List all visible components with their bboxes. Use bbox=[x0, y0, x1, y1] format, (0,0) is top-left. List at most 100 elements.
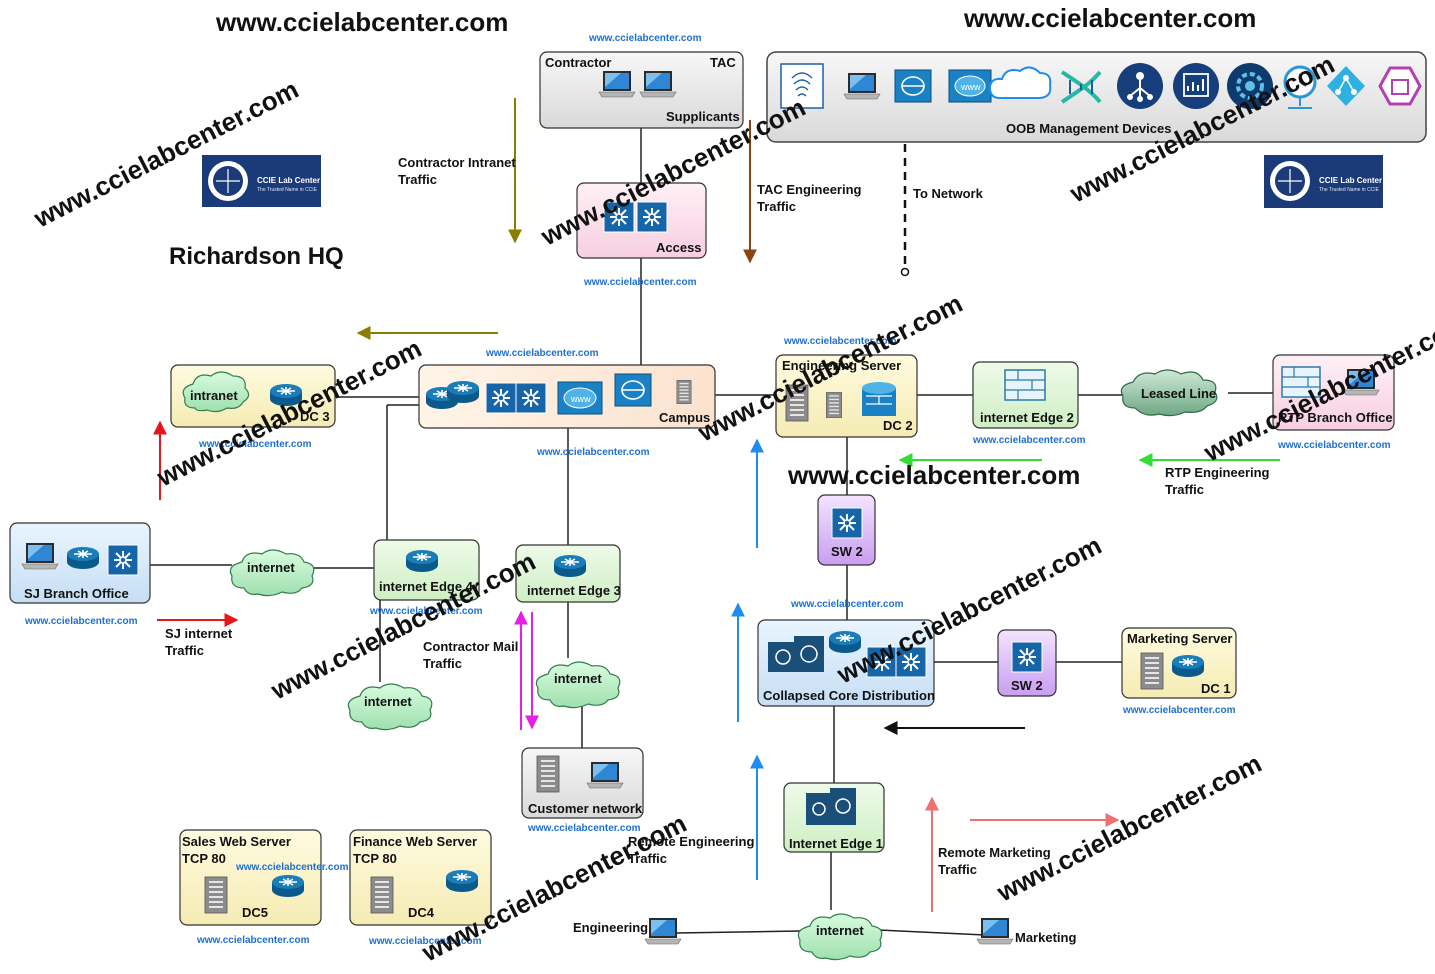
router-icon bbox=[271, 874, 305, 898]
internet-edge-2-label: internet Edge 2 bbox=[980, 410, 1074, 425]
internet-cloud-sj: internet bbox=[229, 549, 315, 597]
watermark-caption: www.ccielabcenter.com bbox=[1122, 705, 1236, 716]
internet-label: internet bbox=[554, 671, 602, 686]
sales-port-label: TCP 80 bbox=[182, 851, 226, 866]
access-node: Access bbox=[576, 182, 707, 259]
access-label: Access bbox=[656, 240, 702, 255]
server-icon bbox=[1140, 652, 1164, 690]
contractor-intranet-label: Contractor Intranet bbox=[398, 155, 516, 170]
shield-icon bbox=[1378, 66, 1422, 106]
sj-internet-label: SJ internet bbox=[165, 626, 233, 641]
watermark-caption: www.ccielabcenter.com bbox=[783, 336, 897, 347]
traffic-arrows bbox=[153, 98, 1280, 912]
logo-name: CCIE Lab Center bbox=[1319, 176, 1382, 185]
internet-edge-4-label: internet Edge 4 bbox=[379, 579, 474, 594]
customer-network-node: Customer network bbox=[521, 747, 644, 819]
tac-engineering-label-2: Traffic bbox=[757, 199, 796, 214]
internet-label: internet bbox=[247, 560, 295, 575]
dc3-node: intranet DC 3 bbox=[170, 364, 336, 428]
server-icon bbox=[676, 379, 692, 405]
sw2-label: SW 2 bbox=[831, 544, 863, 559]
firewall-icon bbox=[806, 788, 856, 825]
router-icon bbox=[446, 380, 480, 404]
svg-text:www: www bbox=[960, 82, 981, 92]
server-icon bbox=[370, 876, 394, 914]
gear-icon bbox=[1227, 63, 1273, 109]
sw2-label: SW 2 bbox=[1011, 678, 1043, 693]
switch-icon bbox=[107, 544, 139, 576]
internet-cloud-mid: internet bbox=[535, 661, 621, 709]
router-icon bbox=[1171, 654, 1205, 678]
hub-icon bbox=[1117, 63, 1163, 109]
ccie-logo-left: CCIE Lab Center The Trusted Name in CCIE bbox=[202, 155, 321, 207]
oob-label: OOB Management Devices bbox=[1006, 121, 1171, 136]
oob-management-node: www bbox=[766, 51, 1427, 143]
dc1-label: DC 1 bbox=[1201, 681, 1231, 696]
campus-label: Campus bbox=[659, 410, 710, 425]
rtp-branch-node: RTP Branch Office bbox=[1272, 354, 1395, 431]
laptop-icon bbox=[21, 542, 59, 570]
internet-edge-2-node: internet Edge 2 bbox=[972, 361, 1079, 429]
watermark-caption: www.ccielabcenter.com bbox=[235, 862, 349, 873]
tac-label: TAC bbox=[710, 55, 736, 70]
marketing-endpoint: Marketing bbox=[976, 917, 1076, 945]
rtp-engineering-label-2: Traffic bbox=[1165, 482, 1204, 497]
contractor-intranet-label-2: Traffic bbox=[398, 172, 437, 187]
marketing-label: Marketing bbox=[1015, 930, 1076, 945]
links bbox=[150, 128, 1273, 936]
laptop-icon bbox=[586, 761, 624, 789]
watermark-text: www.ccielabcenter.com bbox=[215, 7, 508, 37]
laptop-icon bbox=[644, 917, 682, 945]
network-diamond-icon bbox=[1327, 66, 1365, 106]
internet-edge-4-node: internet Edge 4 bbox=[373, 539, 480, 601]
switch-icon bbox=[636, 201, 668, 233]
switch-icon bbox=[485, 382, 517, 414]
watermark-caption: www.ccielabcenter.com bbox=[198, 439, 312, 450]
watermark-text: www.ccielabcenter.com bbox=[787, 460, 1080, 490]
laptop-icon bbox=[843, 72, 881, 100]
sales-web-label: Sales Web Server bbox=[182, 834, 291, 849]
router-icon bbox=[445, 869, 479, 893]
to-network-label: To Network bbox=[913, 186, 984, 201]
dna-icon bbox=[1060, 70, 1102, 104]
leased-line-node: Leased Line bbox=[1120, 369, 1218, 417]
remote-marketing-label-2: Traffic bbox=[938, 862, 977, 877]
traffic-labels: Contractor Intranet Traffic TAC Engineer… bbox=[165, 155, 1270, 877]
laptop-icon bbox=[639, 70, 677, 98]
contractor-mail-label: Contractor Mail bbox=[423, 639, 518, 654]
remote-marketing-label: Remote Marketing bbox=[938, 845, 1051, 860]
dc3-label: DC 3 bbox=[300, 409, 330, 424]
sw2-right-node: SW 2 bbox=[997, 629, 1057, 697]
internet-edge-1-node: Internet Edge 1 bbox=[783, 782, 885, 853]
collapsed-core-node: Collapsed Core Distribution bbox=[757, 619, 935, 707]
server-icon bbox=[204, 876, 228, 914]
supplicants-label: Supplicants bbox=[666, 109, 740, 124]
firewall-icon bbox=[894, 69, 932, 103]
fingerprint-icon bbox=[780, 63, 824, 109]
clock-network-icon bbox=[1283, 65, 1317, 109]
intranet-cloud-icon bbox=[182, 371, 250, 413]
watermark-caption: www.ccielabcenter.com bbox=[972, 435, 1086, 446]
internet-edge-1-label: Internet Edge 1 bbox=[789, 836, 883, 851]
web-firewall-icon: www bbox=[948, 69, 992, 103]
switch-icon bbox=[515, 382, 547, 414]
internet-edge-3-label: internet Edge 3 bbox=[527, 583, 621, 598]
cloud-icon bbox=[988, 66, 1052, 99]
watermark-caption: www.ccielabcenter.com bbox=[536, 447, 650, 458]
watermark-caption: www.ccielabcenter.com bbox=[527, 823, 641, 834]
remote-engineering-label: Remote Engineering bbox=[628, 834, 754, 849]
watermark-text: www.ccielabcenter.com bbox=[991, 748, 1266, 908]
marketing-server-node: Marketing Server DC 1 bbox=[1121, 627, 1237, 699]
server-icon bbox=[825, 391, 843, 419]
router-icon bbox=[66, 546, 100, 570]
logo-name: CCIE Lab Center bbox=[257, 176, 320, 185]
watermark-caption: www.ccielabcenter.com bbox=[588, 33, 702, 44]
watermark-caption: www.ccielabcenter.com bbox=[369, 606, 483, 617]
dc5-label: DC5 bbox=[242, 905, 268, 920]
engineering-label: Engineering bbox=[573, 920, 648, 935]
laptop-icon bbox=[598, 70, 636, 98]
customer-network-label: Customer network bbox=[528, 801, 643, 816]
blue-captions: www.ccielabcenter.com www.ccielabcenter.… bbox=[24, 33, 1391, 947]
rtp-engineering-label: RTP Engineering bbox=[1165, 465, 1270, 480]
laptop-icon bbox=[976, 917, 1014, 945]
